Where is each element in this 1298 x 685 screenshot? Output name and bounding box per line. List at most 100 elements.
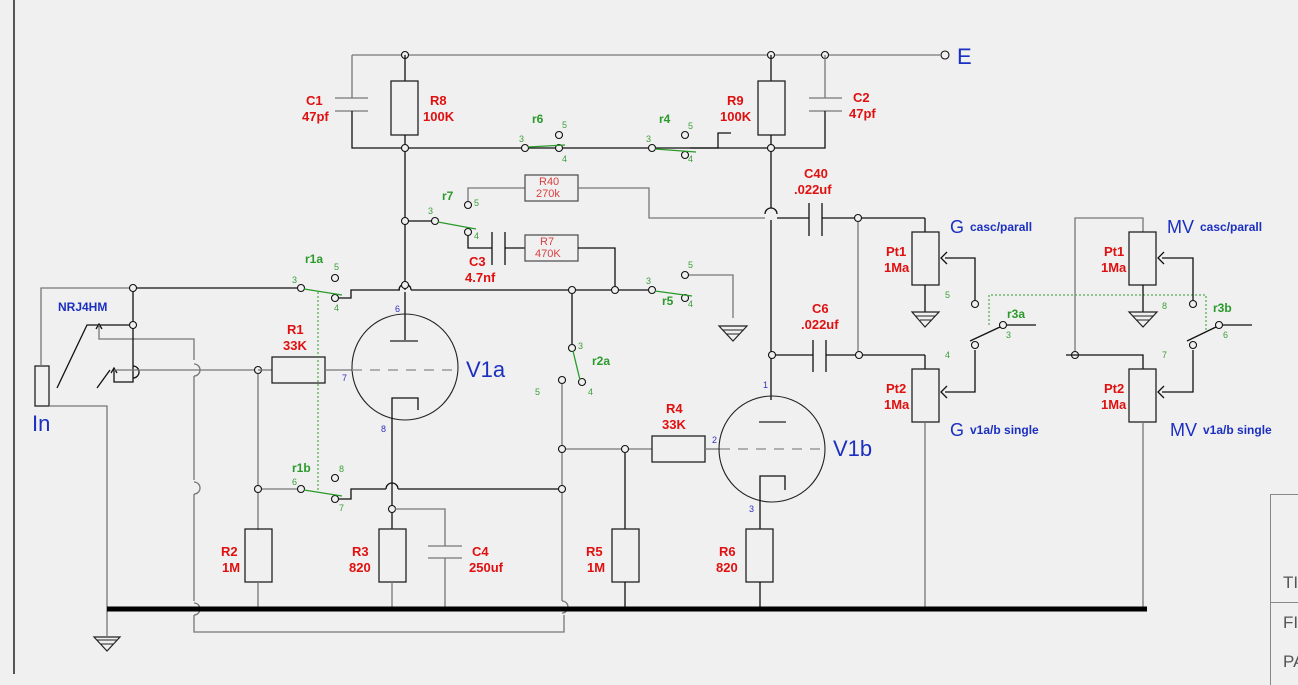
g-pt2-ref: Pt2 xyxy=(886,381,906,396)
c3-r7-path: R7 470K C3 4.7nf xyxy=(465,232,616,290)
ground-symbol-r5 xyxy=(717,325,749,342)
svg-text:3: 3 xyxy=(749,504,754,514)
r1b-label: r1b xyxy=(292,461,311,475)
relay-r4[interactable]: r4 3 5 4 xyxy=(646,112,697,164)
jack-label: NRJ4HM xyxy=(58,300,107,314)
relay-r3b[interactable]: r3b 6 7 8 xyxy=(1162,301,1252,360)
pot-mv-pt2[interactable]: Pt2 1Ma MV v1a/b single xyxy=(1066,340,1272,609)
relay-r3a[interactable]: r3a 3 4 5 xyxy=(945,290,1036,360)
r3-ref: R3 xyxy=(352,544,369,559)
relay-r6[interactable]: r6 3 5 4 xyxy=(519,112,567,164)
r4-label: r4 xyxy=(659,112,671,126)
r8-resistor xyxy=(390,80,419,136)
tube-v1b: V1b 1 2 3 xyxy=(712,380,872,529)
r5-ref: R5 xyxy=(586,544,603,559)
r8-ref: R8 xyxy=(430,93,447,108)
c4-value: 250uf xyxy=(469,560,504,575)
r4-r5-group: R4 33K R5 1M xyxy=(566,401,720,608)
r1-grid-path: R1 33K xyxy=(253,322,352,530)
svg-text:3: 3 xyxy=(292,275,297,285)
r7-label: r7 xyxy=(442,189,454,203)
v1a-label: V1a xyxy=(466,357,506,382)
g-pt1-mode: casc/parall xyxy=(970,220,1032,234)
c1-value: 47pf xyxy=(302,109,329,124)
r5-value: 1M xyxy=(587,560,605,575)
svg-text:8: 8 xyxy=(1162,301,1167,311)
r40-path: R40 270k xyxy=(467,174,765,219)
mv-pt2-value: 1Ma xyxy=(1101,397,1127,412)
svg-text:5: 5 xyxy=(688,260,693,270)
r9-ref: R9 xyxy=(727,93,744,108)
mv-pt2-ref: Pt2 xyxy=(1104,381,1124,396)
r3b-label: r3b xyxy=(1213,301,1232,315)
r6-value: 820 xyxy=(716,560,738,575)
svg-text:4: 4 xyxy=(334,303,339,313)
title-block-row-file: FI xyxy=(1283,613,1298,632)
r4-value: 33K xyxy=(662,417,686,432)
c6-ref: C6 xyxy=(812,301,829,316)
svg-text:5: 5 xyxy=(474,198,479,208)
pot-g-pt2[interactable]: Pt2 1Ma G v1a/b single xyxy=(884,340,1039,609)
g-pt2-mode: v1a/b single xyxy=(970,423,1039,437)
svg-text:6: 6 xyxy=(292,477,297,487)
r1a-label: r1a xyxy=(305,252,323,266)
r8-value: 100K xyxy=(423,109,455,124)
mv-pt1-ref: Pt1 xyxy=(1104,244,1124,259)
mv-pt2-mode: v1a/b single xyxy=(1203,423,1272,437)
mv-group-label: MV xyxy=(1167,217,1194,237)
mv-group-label-2: MV xyxy=(1170,420,1197,440)
c2-ref: C2 xyxy=(853,90,870,105)
svg-text:3: 3 xyxy=(646,276,651,286)
svg-text:4: 4 xyxy=(588,387,593,397)
svg-text:3: 3 xyxy=(519,134,524,144)
c3-ref: C3 xyxy=(469,254,486,269)
relay-r1b[interactable]: r1b 6 8 7 xyxy=(253,461,561,513)
c40-group: C40 .022uf xyxy=(777,166,925,236)
supply-rail: E xyxy=(352,44,972,69)
plate-bus-v1a xyxy=(133,280,648,340)
g-pt1-ref: Pt1 xyxy=(886,244,906,259)
c40-ref: C40 xyxy=(804,166,828,181)
supply-label: E xyxy=(957,44,972,69)
r3-c4-group: R3 820 C4 250uf xyxy=(349,444,504,608)
r3a-label: r3a xyxy=(1007,307,1025,321)
pot-mv-pt1[interactable]: Pt1 1Ma MV casc/parall xyxy=(1074,217,1262,355)
r3-resistor xyxy=(378,528,407,583)
r2a-label: r2a xyxy=(592,354,610,368)
tube-v1a: V1a 6 7 8 xyxy=(342,304,506,444)
svg-text:4: 4 xyxy=(562,154,567,164)
pot-g-pt1[interactable]: Pt1 1Ma G casc/parall xyxy=(884,217,1032,312)
r7-value: 470K xyxy=(535,248,561,260)
r6-label: r6 xyxy=(532,112,544,126)
r2-resistor-group: R2 1M xyxy=(221,528,273,608)
r2-ref: R2 xyxy=(221,544,238,559)
r40-value: 270k xyxy=(536,188,560,200)
r1-ref: R1 xyxy=(287,322,304,337)
svg-text:5: 5 xyxy=(334,262,339,272)
c1-r8-group: C1 47pf R8 100K xyxy=(302,55,771,290)
relay-r5[interactable]: r5 3 5 4 xyxy=(646,260,734,318)
relay-r7[interactable]: r7 3 5 4 xyxy=(400,189,480,241)
svg-text:5: 5 xyxy=(945,290,950,300)
r2-value: 1M xyxy=(222,560,240,575)
svg-text:3: 3 xyxy=(428,206,433,216)
g-group-label-2: G xyxy=(950,420,964,440)
relay-link-r3 xyxy=(988,294,1207,330)
svg-text:4: 4 xyxy=(474,231,479,241)
c1-ref: C1 xyxy=(306,93,323,108)
g-pt1-value: 1Ma xyxy=(884,260,910,275)
r2-resistor xyxy=(244,528,273,583)
c4-ref: C4 xyxy=(472,544,489,559)
supply-terminal[interactable] xyxy=(940,50,950,60)
relay-r1a[interactable]: r1a 3 5 4 xyxy=(292,252,343,313)
svg-text:7: 7 xyxy=(342,373,347,383)
r9-value: 100K xyxy=(720,109,752,124)
r4-ref: R4 xyxy=(666,401,683,416)
svg-text:1: 1 xyxy=(763,380,768,390)
input-jack[interactable]: In NRJ4HM xyxy=(32,283,565,633)
r4-resistor xyxy=(651,435,706,463)
g-pt2-value: 1Ma xyxy=(884,397,910,412)
svg-text:4: 4 xyxy=(945,350,950,360)
svg-text:3: 3 xyxy=(1006,330,1011,340)
